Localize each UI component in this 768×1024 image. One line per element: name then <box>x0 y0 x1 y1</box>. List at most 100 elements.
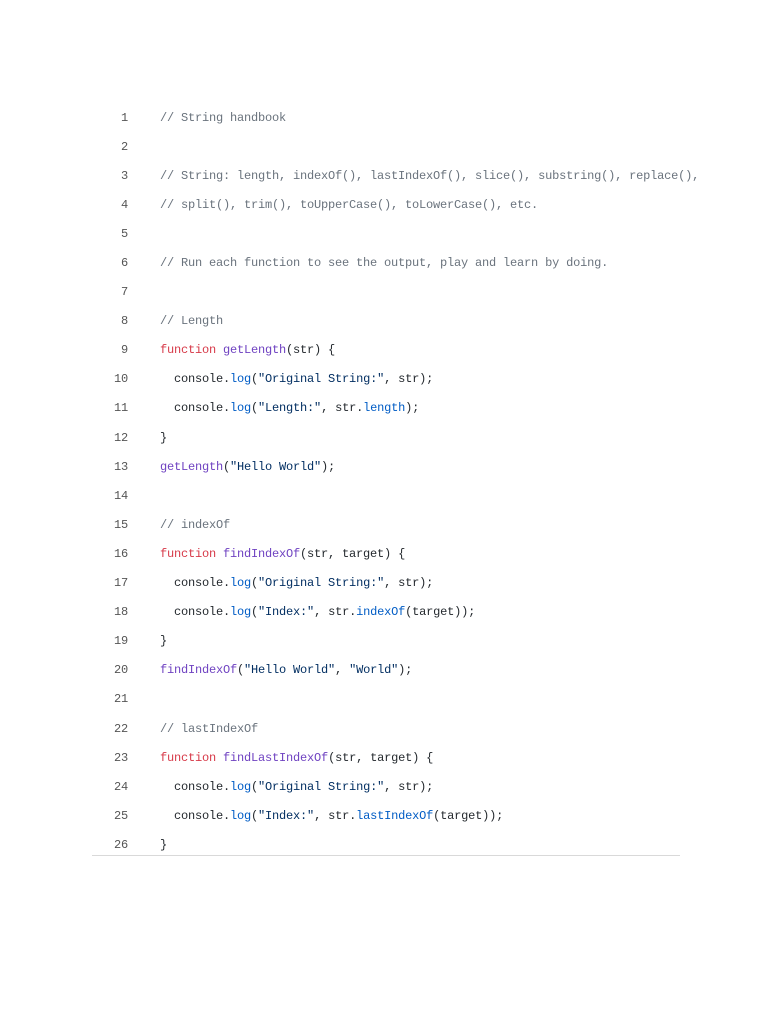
code-token-prop: length <box>363 401 406 416</box>
code-line: 18 console.log("Index:", str.indexOf(tar… <box>92 598 680 627</box>
code-token-plain: ( <box>251 401 259 416</box>
code-token-comment: // String handbook <box>160 110 287 125</box>
code-token-method: log <box>230 372 252 387</box>
code-line: 8 // Length <box>92 307 680 336</box>
code-text: // split(), trim(), toUpperCase(), toLow… <box>160 198 538 212</box>
code-text: // lastIndexOf <box>160 722 258 736</box>
code-token-plain: (target)); <box>433 808 504 823</box>
code-token-plain: console. <box>160 576 231 591</box>
code-text: findIndexOf("Hello World", "World"); <box>160 663 412 677</box>
line-number: 4 <box>120 197 128 212</box>
code-token-method: log <box>230 605 252 620</box>
code-token-plain: ( <box>237 663 245 678</box>
code-token-comment: // lastIndexOf <box>160 721 259 736</box>
code-text: console.log("Original String:", str); <box>160 780 433 794</box>
code-text: // Length <box>160 314 223 328</box>
code-token-plain: } <box>160 430 168 445</box>
code-text: console.log("Original String:", str); <box>160 372 433 386</box>
code-token-plain: , str); <box>384 372 434 387</box>
line-number: 5 <box>120 226 128 241</box>
code-token-fn: findIndexOf <box>223 546 301 561</box>
code-text: function findIndexOf(str, target) { <box>160 547 405 561</box>
code-line: 25 console.log("Index:", str.lastIndexOf… <box>92 801 680 830</box>
code-token-string: "Index:" <box>258 605 315 620</box>
code-token-string: "Original String:" <box>258 576 385 591</box>
line-number: 23 <box>113 750 128 765</box>
code-token-plain: console. <box>160 372 231 387</box>
code-token-method: indexOf <box>356 605 406 620</box>
line-number: 16 <box>113 546 128 561</box>
code-text: console.log("Index:", str.indexOf(target… <box>160 605 475 619</box>
line-number: 22 <box>113 721 128 736</box>
code-line: 2 <box>92 132 680 161</box>
code-text: // Run each function to see the output, … <box>160 256 608 270</box>
code-token-plain <box>216 547 223 561</box>
code-token-plain: } <box>160 634 168 649</box>
code-line: 14 <box>92 481 680 510</box>
code-line: 7 <box>92 278 680 307</box>
code-token-plain: ( <box>251 808 259 823</box>
code-line: 4 // split(), trim(), toUpperCase(), toLo… <box>92 190 680 219</box>
code-token-comment: // String: length, indexOf(), lastIndexO… <box>160 168 700 183</box>
code-line: 22 // lastIndexOf <box>92 714 680 743</box>
line-number: 10 <box>113 372 128 387</box>
code-text: console.log("Original String:", str); <box>160 576 433 590</box>
code-text: } <box>160 838 167 852</box>
code-token-plain: , str); <box>384 779 434 794</box>
line-number: 2 <box>120 139 128 154</box>
code-token-plain <box>216 343 223 357</box>
line-number: 8 <box>120 314 128 329</box>
code-token-plain: ( <box>223 459 231 474</box>
code-line: 19} <box>92 627 680 656</box>
code-line: 3// String: length, indexOf(), lastIndex… <box>92 161 699 190</box>
code-line: 12} <box>92 423 680 452</box>
code-text: } <box>160 431 167 445</box>
code-token-plain: } <box>160 837 168 852</box>
code-token-method: lastIndexOf <box>356 808 434 823</box>
line-number: 25 <box>113 808 128 823</box>
code-token-plain: , str. <box>321 401 364 416</box>
code-token-plain: console. <box>160 605 231 620</box>
code-token-string: "Hello World" <box>244 663 336 678</box>
code-line: 11 console.log("Length:", str.length); <box>92 394 680 423</box>
code-token-plain <box>216 751 223 765</box>
line-number: 18 <box>113 605 128 620</box>
code-token-plain: ( <box>251 779 259 794</box>
code-token-plain: ( <box>251 576 259 591</box>
code-line: 21 <box>92 685 680 714</box>
code-token-string: "Hello World" <box>230 459 322 474</box>
code-text: // String handbook <box>160 111 286 125</box>
code-line: 1// String handbook <box>92 103 680 132</box>
line-number: 20 <box>113 663 128 678</box>
code-line: 24 console.log("Original String:", str); <box>92 772 680 801</box>
code-token-string: "Index:" <box>258 808 315 823</box>
code-token-comment: // split(), trim(), toUpperCase(), toLow… <box>160 197 539 212</box>
code-token-fn: findIndexOf <box>160 663 238 678</box>
code-line: 17 console.log("Original String:", str); <box>92 569 680 598</box>
line-number: 11 <box>113 401 128 416</box>
code-token-method: log <box>230 779 252 794</box>
code-token-comment: // Length <box>160 314 224 329</box>
code-token-plain: ); <box>405 401 420 416</box>
code-line: 20 findIndexOf("Hello World", "World"); <box>92 656 680 685</box>
code-line: 5 <box>92 219 680 248</box>
line-number: 21 <box>113 692 128 707</box>
code-token-plain: (target)); <box>405 605 476 620</box>
code-token-comment: // indexOf <box>160 517 231 532</box>
code-token-plain: (str, target) { <box>328 750 434 765</box>
line-number: 26 <box>113 837 128 852</box>
code-token-string: "Length:" <box>258 401 322 416</box>
code-line: 10 console.log("Original String:", str); <box>92 365 680 394</box>
code-token-fn: getLength <box>223 343 287 358</box>
code-token-plain: console. <box>160 401 231 416</box>
line-number: 12 <box>113 430 128 445</box>
line-number: 17 <box>113 576 128 591</box>
code-token-plain: ); <box>398 663 413 678</box>
code-token-plain: (str, target) { <box>300 546 406 561</box>
code-token-plain: console. <box>160 808 231 823</box>
code-text: function getLength(str) { <box>160 343 335 357</box>
